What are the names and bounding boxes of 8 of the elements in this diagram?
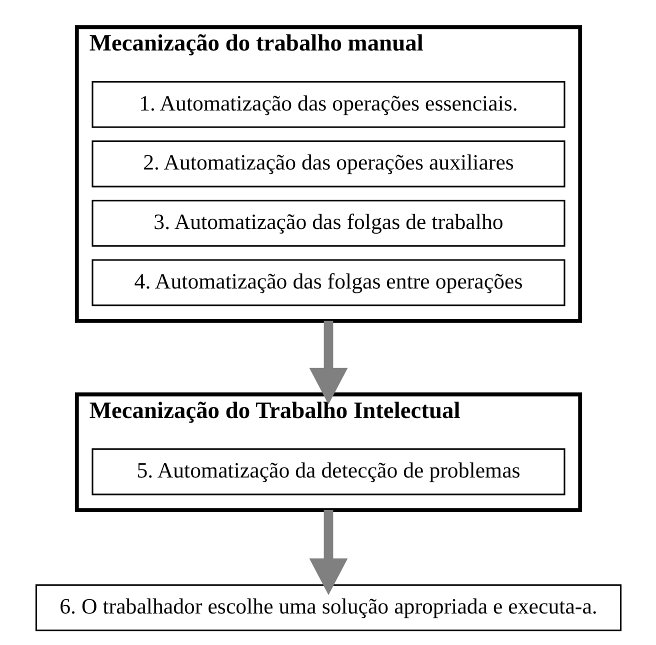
arrow (308, 320, 348, 404)
node-box: 4. Automatização das folgas entre operações (91, 259, 565, 306)
node-box: 6. O trabalhador escolhe uma solução apropriada e executa-a. (34, 584, 622, 632)
node-box: 1. Automatização das operações essenciais. (91, 81, 565, 128)
node-box: 5. Automatização da detecção de problemas (91, 448, 565, 496)
node-box: 2. Automatização das operações auxiliares (91, 140, 565, 188)
node-box: 3. Automatização das folgas de trabalho (91, 200, 565, 247)
arrow (308, 510, 348, 595)
